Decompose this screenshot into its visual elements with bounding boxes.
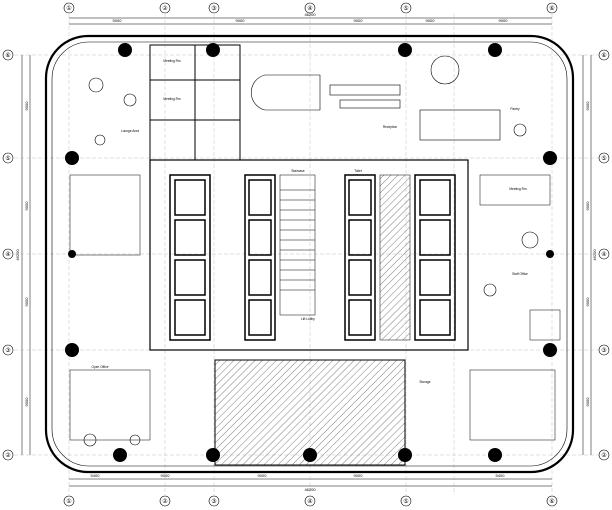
dimension-span: 9000 bbox=[499, 18, 509, 23]
dimension-total-left: 46200 bbox=[15, 249, 20, 261]
room-label: Meeting Rm bbox=[163, 59, 181, 63]
axis-label: ④ bbox=[5, 251, 10, 258]
lift-group-left bbox=[169, 174, 276, 341]
top-dimension-chain bbox=[69, 17, 552, 25]
axis-label: ⑥ bbox=[549, 5, 554, 12]
axis-label: ② bbox=[162, 498, 168, 505]
axis-label: ① bbox=[66, 498, 71, 505]
dimension-span: 9000 bbox=[258, 473, 268, 478]
dimension-span: 5400 bbox=[496, 473, 506, 478]
meeting-rooms-top-left bbox=[149, 44, 241, 161]
bottom-dimension-chain bbox=[69, 478, 552, 487]
axis-label: ② bbox=[162, 5, 168, 12]
dimension-span: 9000 bbox=[354, 18, 364, 23]
axis-label: ③ bbox=[211, 498, 216, 505]
dimension-total-bottom: 46200 bbox=[304, 487, 316, 492]
building-core bbox=[149, 159, 469, 351]
axis-label: ⑤ bbox=[601, 155, 606, 162]
dimension-span: 9000 bbox=[24, 397, 29, 407]
building-inner-outline bbox=[51, 41, 568, 467]
axis-label: ⑤ bbox=[403, 498, 408, 505]
axis-bubbles-top: ① ② ③ ④ ⑤ ⑥ bbox=[63, 2, 558, 14]
axis-label: ④ bbox=[307, 498, 312, 505]
dimension-span: 9000 bbox=[24, 101, 29, 111]
dimension-span: 9000 bbox=[161, 473, 171, 478]
room-label: Meeting Rm bbox=[163, 97, 181, 101]
room-label: Staff Office bbox=[512, 272, 528, 276]
left-dimension-chain bbox=[21, 55, 31, 455]
lift-group-right bbox=[344, 174, 456, 341]
reception-area bbox=[250, 74, 501, 141]
dimension-total-right: 46200 bbox=[592, 249, 597, 261]
structural-columns bbox=[65, 43, 557, 462]
dimension-span: 9000 bbox=[24, 297, 29, 307]
workstations-left bbox=[69, 174, 151, 441]
axis-label: ③ bbox=[5, 347, 10, 354]
axis-label: ④ bbox=[307, 5, 312, 12]
room-label: Pantry bbox=[510, 107, 520, 111]
axis-label: ⑥ bbox=[601, 52, 606, 59]
dimension-span: 9000 bbox=[236, 18, 246, 23]
workstations-right bbox=[469, 174, 561, 441]
dimension-span: 9000 bbox=[585, 397, 590, 407]
room-label: Storage bbox=[419, 380, 430, 384]
axis-label: ④ bbox=[601, 251, 606, 258]
axis-label: ⑥ bbox=[549, 498, 554, 505]
hatched-void bbox=[379, 174, 411, 341]
dimension-span: 9000 bbox=[354, 473, 364, 478]
dimension-span: 9000 bbox=[585, 101, 590, 111]
axis-label: ③ bbox=[601, 347, 606, 354]
axis-label: ⑤ bbox=[5, 155, 10, 162]
dimension-span: 5400 bbox=[91, 473, 101, 478]
room-label: Reception bbox=[383, 125, 398, 129]
axis-label: ③ bbox=[211, 5, 216, 12]
dimension-span: 9000 bbox=[113, 18, 123, 23]
room-label: Lift Lobby bbox=[301, 317, 315, 321]
dimension-total-top: 46200 bbox=[304, 12, 316, 17]
dimension-span: 9000 bbox=[426, 18, 436, 23]
axis-label: ① bbox=[66, 5, 71, 12]
room-label: Toilet bbox=[354, 169, 362, 173]
axis-label: ⑥ bbox=[5, 52, 10, 59]
room-label: Open Office bbox=[92, 365, 109, 369]
dimension-span: 9000 bbox=[585, 297, 590, 307]
axis-bubbles-right: ⑥ ⑤ ④ ③ ② bbox=[598, 49, 610, 461]
room-label: Staircase bbox=[291, 169, 305, 173]
room-label: Lounge Area bbox=[121, 129, 139, 133]
room-label: Meeting Rm bbox=[509, 187, 527, 191]
dimension-span: 9000 bbox=[585, 201, 590, 211]
right-dimension-chain bbox=[582, 55, 592, 455]
building-outline bbox=[44, 34, 575, 474]
dimension-span: 9000 bbox=[24, 201, 29, 211]
staircase-core bbox=[279, 174, 316, 316]
axis-bubbles-left: ⑥ ⑤ ④ ③ ② bbox=[2, 49, 14, 461]
axis-label: ⑤ bbox=[403, 5, 408, 12]
hatched-atrium bbox=[214, 359, 406, 466]
axis-label: ② bbox=[601, 452, 607, 459]
axis-label: ② bbox=[5, 452, 11, 459]
axis-bubbles-bottom: ① ② ③ ④ ⑤ ⑥ bbox=[63, 495, 558, 507]
round-tables bbox=[83, 55, 539, 447]
